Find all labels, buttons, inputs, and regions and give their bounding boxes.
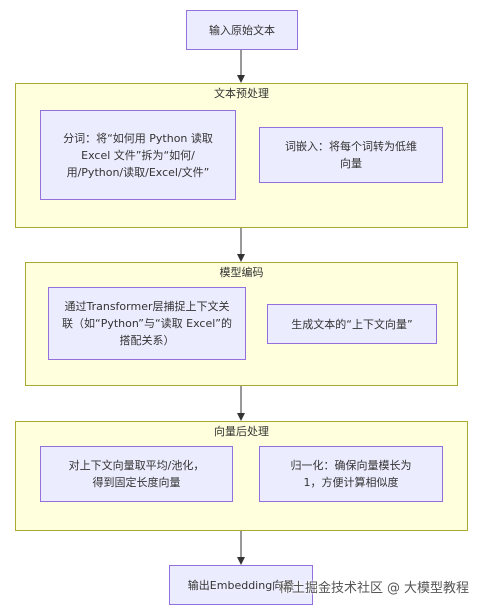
- node-output-embedding: 输出Embedding向量: [169, 565, 313, 605]
- group-title-model: 模型编码: [219, 266, 264, 279]
- watermark-site: 稀土掘金技术社区: [278, 581, 383, 596]
- watermark: 稀土掘金技术社区@大模型教程: [279, 577, 469, 596]
- watermark-at: @: [386, 581, 400, 596]
- node-normalize: 归一化：确保向量模长为1，方便计算相似度: [259, 446, 443, 502]
- node-input-text: 输入原始文本: [186, 10, 298, 50]
- watermark-author: 大模型教程: [403, 581, 469, 596]
- node-word-embedding: 词嵌入：将每个词转为低维向量: [259, 127, 443, 183]
- group-title-postprocess: 向量后处理: [214, 425, 269, 438]
- node-pooling: 对上下文向量取平均/池化，得到固定长度向量: [40, 446, 233, 502]
- node-context-vector: 生成文本的“上下文向量”: [267, 304, 437, 344]
- group-title-preprocess: 文本预处理: [214, 87, 269, 100]
- node-transformer: 通过Transformer层捕捉上下文关联（如“Python”与“读取 Exce…: [48, 287, 246, 360]
- node-tokenize: 分词：将“如何用 Python 读取 Excel 文件”拆为“如何/用/Pyth…: [40, 110, 236, 200]
